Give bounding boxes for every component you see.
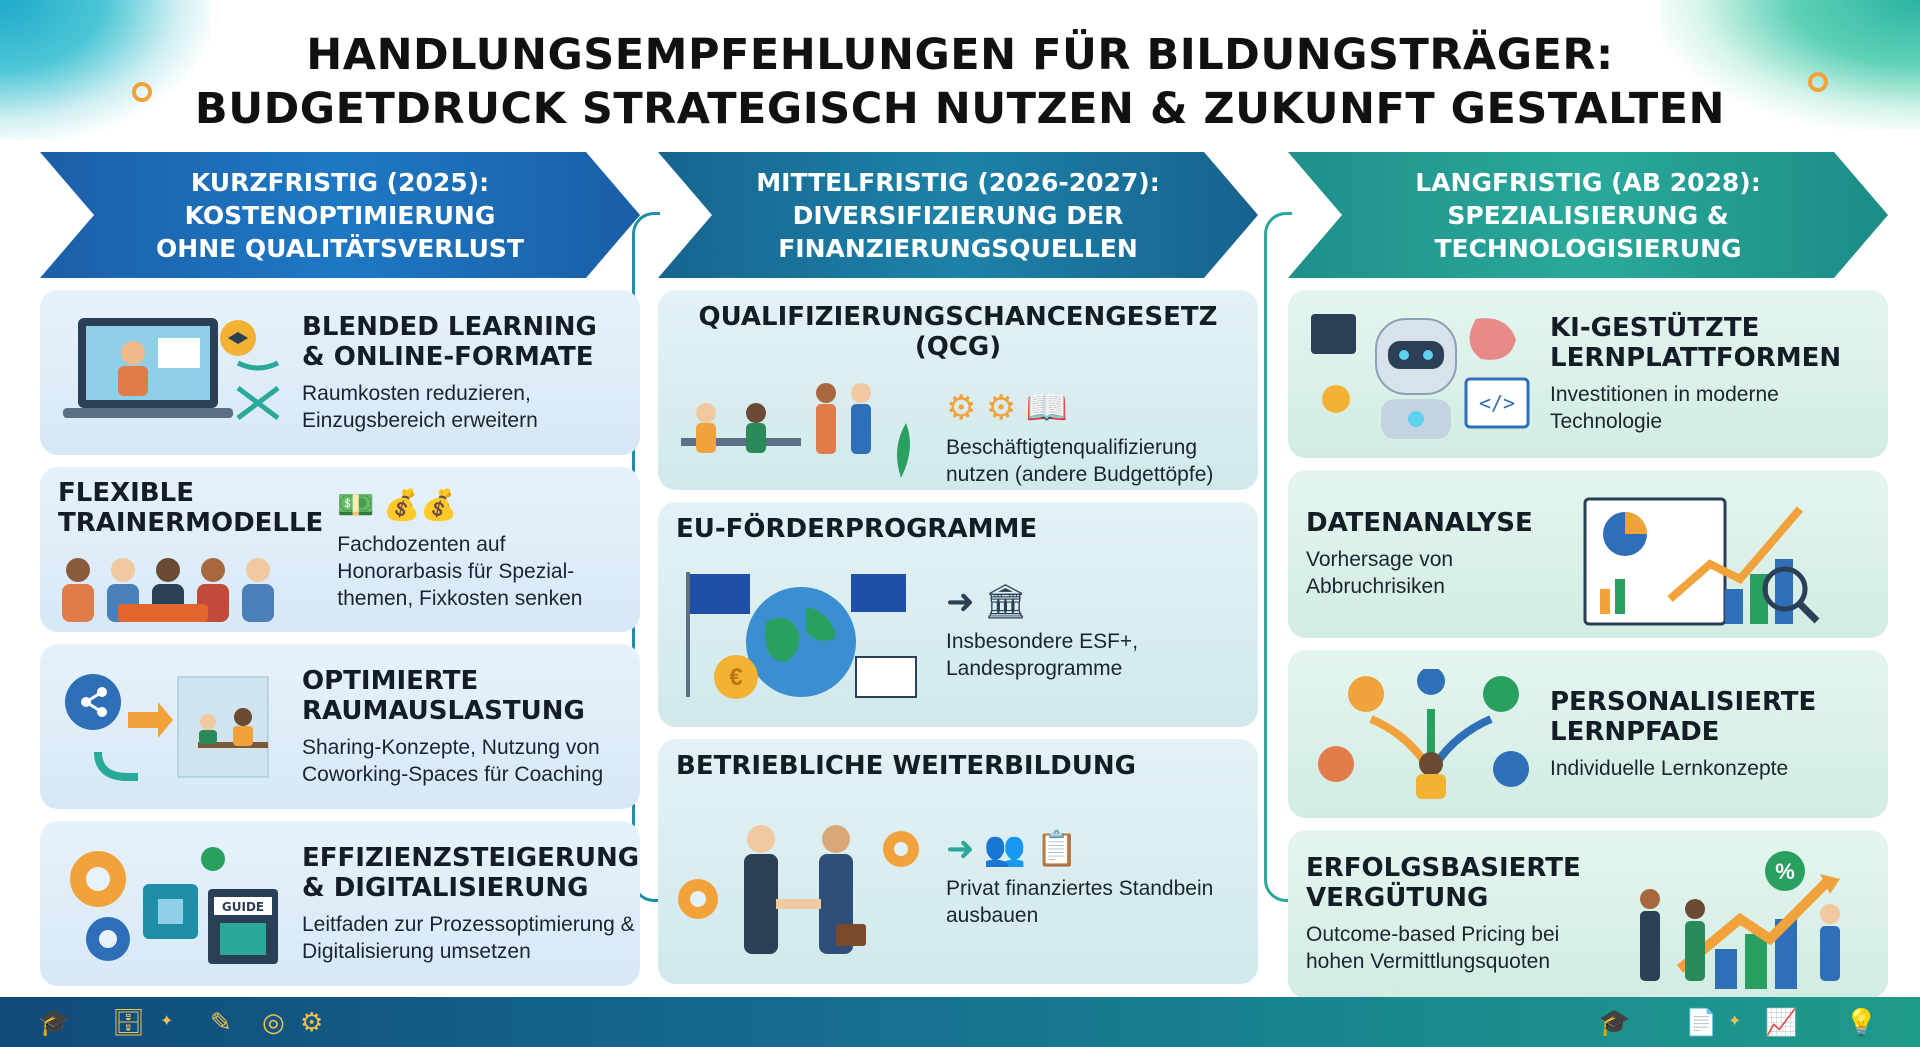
card-title: BLENDED LEARNING & ONLINE-FORMATE — [302, 311, 597, 372]
search-gear-icon: ⚙ — [300, 1007, 324, 1037]
card-blended-learning: BLENDED LEARNING & ONLINE-FORMATE Raumko… — [40, 290, 640, 455]
banner-line: MITTELFRISTIG (2026-2027): — [756, 167, 1160, 197]
analytics-chart-illustration — [1575, 489, 1870, 626]
title-line-2: BUDGETDRUCK STRATEGISCH NUTZEN & ZUKUNFT… — [194, 84, 1726, 134]
banner-line: KOSTENOPTIMIERUNG — [184, 200, 496, 230]
card-outcome-pricing: ERFOLGSBASIERTE VERGÜTUNG Outcome-based … — [1288, 830, 1888, 998]
lightbulb-icon: 💡 — [1845, 1007, 1878, 1037]
card-title: ERFOLGSBASIERTE VERGÜTUNG — [1306, 853, 1581, 913]
gear-book-icons: ⚙ ⚙ 📖 — [946, 389, 1069, 427]
target-icon: ◎ — [262, 1007, 285, 1037]
card-efficiency-digitalization: GUIDE EFFIZIENZSTEIGERUNG & DIGITALISIER… — [40, 821, 640, 986]
column-short-term: KURZFRISTIG (2025): KOSTENOPTIMIERUNG OH… — [40, 152, 640, 998]
column-mid-term: MITTELFRISTIG (2026-2027): DIVERSIFIZIER… — [658, 152, 1258, 996]
banner-long-term: LANGFRISTIG (AB 2028): SPEZIALISIERUNG &… — [1288, 152, 1888, 278]
card-qcg: QUALIFIZIERUNGSCHANCENGESETZ (QCG) ⚙ ⚙ 📖… — [658, 290, 1258, 490]
pencil-icon: ✎ — [210, 1007, 232, 1037]
card-personalized-paths: PERSONALISIERTE LERNPFADE Individuelle L… — [1288, 650, 1888, 818]
card-ai-platforms: </> KI-GESTÜTZTE LERNPLATTFORMEN Investi… — [1288, 290, 1888, 458]
page-title: HANDLUNGSEMPFEHLUNGEN FÜR BILDUNGSTRÄGER… — [0, 28, 1920, 136]
column-long-term: LANGFRISTIG (AB 2028): SPEZIALISIERUNG &… — [1288, 152, 1888, 1010]
banner-line: DIVERSIFIZIERUNG DER — [792, 200, 1124, 230]
svg-text:</>: </> — [1479, 391, 1515, 415]
card-flexible-trainers: FLEXIBLE TRAINERMODELLE 💵 💰💰 Fachdozente… — [40, 467, 640, 632]
card-description: Insbesondere ESF+, Landesprogramme — [946, 629, 1139, 680]
success-growth-illustration: % — [1620, 849, 1870, 989]
card-title: QUALIFIZIERUNGSCHANCENGESETZ (QCG) — [698, 302, 1218, 362]
percent-badge: % — [1775, 859, 1795, 884]
corner-decoration-left — [0, 0, 210, 140]
card-title: KI-GESTÜTZTE LERNPLATTFORMEN — [1550, 313, 1842, 373]
corner-decoration-right — [1660, 0, 1920, 130]
banner-line: OHNE QUALITÄTSVERLUST — [156, 233, 524, 263]
card-title: FLEXIBLE TRAINERMODELLE — [58, 477, 324, 538]
coworking-illustration — [58, 662, 288, 792]
card-title: EFFIZIENZSTEIGERUNG & DIGITALISIERUNG — [302, 842, 640, 903]
handshake-illustration — [676, 809, 936, 954]
eu-globe-illustration: € — [676, 562, 936, 702]
banner-line: KURZFRISTIG (2025): — [190, 167, 490, 197]
laptop-illustration — [58, 308, 288, 438]
card-description: Sharing-Konzepte, Nutzung von Coworking-… — [302, 735, 604, 786]
ring-decoration — [1808, 72, 1828, 92]
banner-line: TECHNOLOGISIERUNG — [1434, 233, 1742, 263]
banner-line: LANGFRISTIG (AB 2028): — [1415, 167, 1761, 197]
building-coin-icons: ➜ 🏛 — [946, 582, 1028, 621]
svg-text:€: € — [729, 664, 742, 691]
banner-mid-term: MITTELFRISTIG (2026-2027): DIVERSIFIZIER… — [658, 152, 1258, 278]
card-description: Investitionen in moderne Technologie — [1550, 383, 1779, 433]
card-data-analysis: DATENANALYSE Vorhersage von Abbruchrisik… — [1288, 470, 1888, 638]
banner-line: SPEZIALISIERUNG & — [1447, 200, 1729, 230]
card-description: Outcome-based Pricing bei hohen Vermittl… — [1306, 923, 1560, 973]
sparkle-icon: ✦ — [1728, 1013, 1742, 1030]
card-description: Raumkosten reduzieren, Einzugsbereich er… — [302, 381, 538, 432]
database-icon: 🗄 — [112, 1007, 146, 1037]
card-title: PERSONALISIERTE LERNPFADE — [1550, 686, 1817, 747]
card-title: BETRIEBLICHE WEITERBILDUNG — [676, 751, 1136, 781]
money-icons: 💵 💰💰 — [337, 488, 458, 522]
title-line-1: HANDLUNGSEMPFEHLUNGEN FÜR BILDUNGSTRÄGER… — [306, 30, 1614, 80]
card-title: OPTIMIERTE RAUMAUSLASTUNG — [302, 665, 585, 726]
card-description: Beschäftigtenqualifizierung nutzen (ande… — [946, 436, 1214, 486]
workers-illustration — [676, 368, 936, 490]
graduation-cap-icon: 🎓 — [1598, 1007, 1631, 1037]
card-title: DATENANALYSE — [1306, 508, 1533, 538]
gears-chip-illustration: GUIDE — [58, 839, 288, 969]
robot-illustration: </> — [1306, 309, 1536, 439]
guide-label: GUIDE — [222, 900, 264, 914]
trainer-group-icon — [58, 552, 323, 622]
footer-bar: 🎓 🗄 ✦ ✎ ◎ ⚙ 🎓 📄 ✦ 📈 💡 — [0, 997, 1920, 1047]
card-room-utilization: OPTIMIERTE RAUMAUSLASTUNG Sharing-Konzep… — [40, 644, 640, 809]
card-corporate-training: BETRIEBLICHE WEITERBILDUNG ➜ 👥 📋 Privat … — [658, 739, 1258, 984]
banner-line: FINANZIERUNGSQUELLEN — [778, 233, 1138, 263]
card-description: Leitfaden zur Prozessoptimierung & Digit… — [302, 912, 635, 963]
card-description: Vorhersage von Abbruchrisiken — [1306, 548, 1454, 598]
meeting-coins-icons: ➜ 👥 📋 — [946, 829, 1079, 868]
card-description: Individuelle Lernkonzepte — [1550, 756, 1789, 780]
chart-icon: 📈 — [1765, 1007, 1798, 1037]
paths-illustration — [1306, 667, 1536, 799]
card-eu-funding: EU-FÖRDERPROGRAMME € ➜ 🏛 Insbesondere ES… — [658, 502, 1258, 727]
banner-short-term: KURZFRISTIG (2025): KOSTENOPTIMIERUNG OH… — [40, 152, 640, 278]
card-description: Privat finanziertes Standbein ausbauen — [946, 876, 1214, 927]
document-icon: 📄 — [1685, 1007, 1718, 1037]
ring-decoration — [132, 82, 152, 102]
card-description: Fachdozenten auf Honorarbasis für Spezia… — [337, 532, 583, 610]
graduation-cap-icon: 🎓 — [38, 1007, 71, 1037]
sparkle-icon: ✦ — [160, 1013, 174, 1030]
column-connector — [1264, 212, 1292, 902]
card-title: EU-FÖRDERPROGRAMME — [676, 514, 1038, 544]
